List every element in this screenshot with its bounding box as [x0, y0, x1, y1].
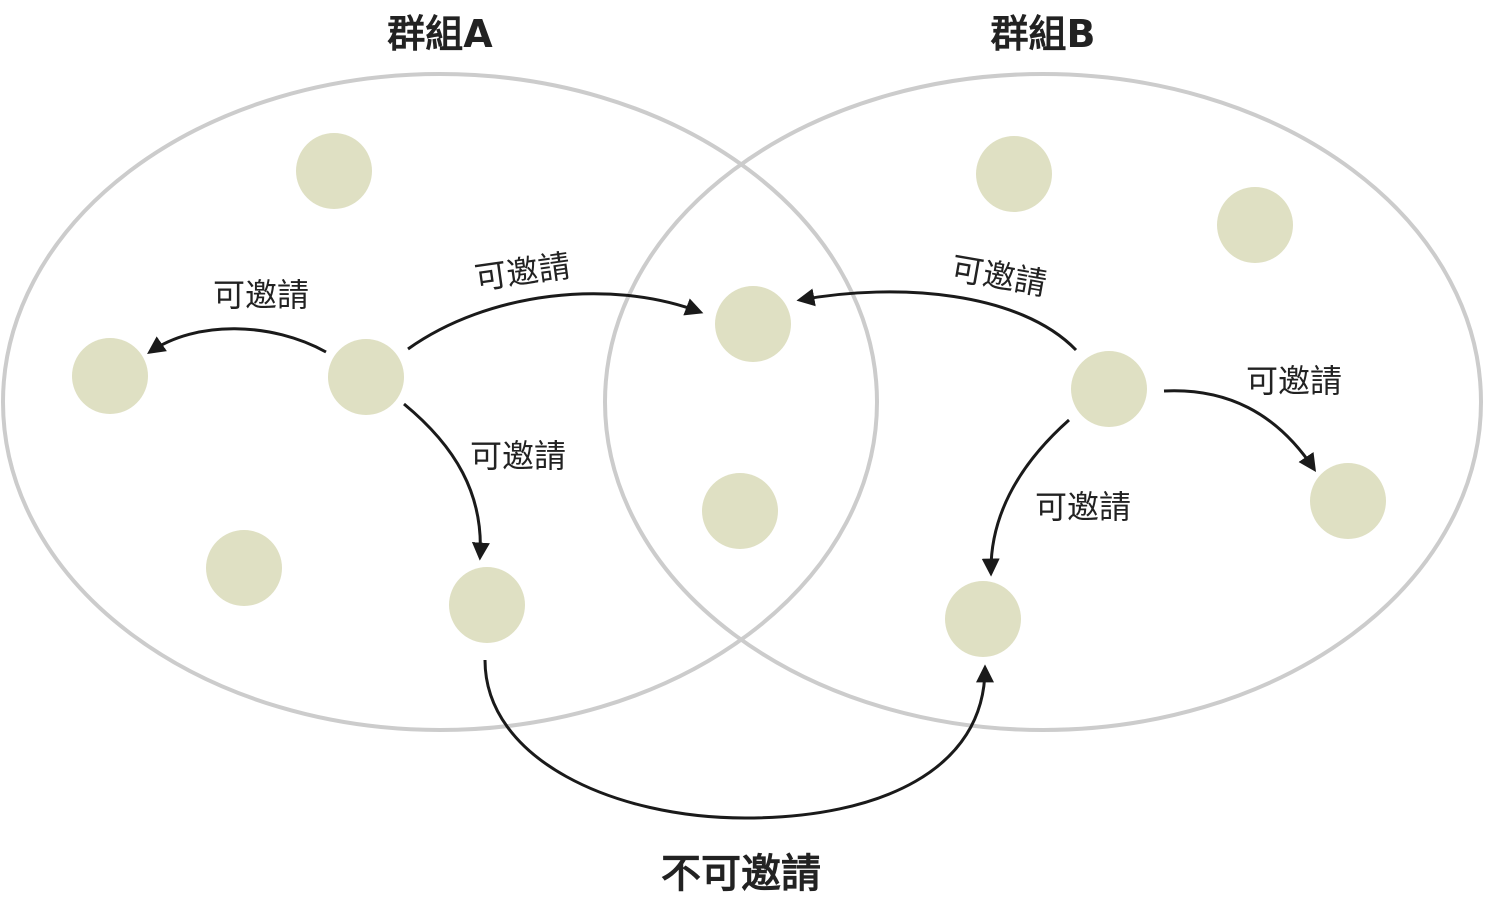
member-shared-top — [715, 286, 791, 362]
member-shared-bottom — [702, 473, 778, 549]
arrow-b-to-right — [1163, 389, 1316, 472]
member-b-inviter — [1071, 351, 1147, 427]
label-cross-not-invitable: 不可邀請 — [661, 851, 821, 897]
label-b-down: 可邀請 — [1035, 488, 1131, 526]
member-b-top-right — [1217, 187, 1293, 263]
member-a-left — [72, 338, 148, 414]
arrow-a-to-b-cross — [483, 659, 994, 820]
group-b-title: 群組B — [991, 12, 1096, 56]
arrow-a-to-shared — [407, 292, 704, 351]
group-a-ellipse — [1, 72, 879, 732]
label-a-left: 可邀請 — [213, 276, 309, 314]
group-a-title: 群組A — [387, 12, 493, 56]
member-b-right — [1310, 463, 1386, 539]
member-a-top — [296, 133, 372, 209]
member-a-inviter — [328, 339, 404, 415]
arrow-a-to-bottom — [403, 402, 490, 561]
arrow-b-to-bottom — [981, 418, 1070, 577]
label-a-down: 可邀請 — [470, 437, 566, 475]
group-b-ellipse — [603, 72, 1483, 732]
arrow-b-to-shared — [796, 288, 1078, 352]
label-b-overlap: 可邀請 — [948, 249, 1049, 303]
arrow-a-to-left — [147, 327, 327, 355]
member-a-bottom — [449, 567, 525, 643]
member-a-bottom-left — [206, 530, 282, 606]
label-b-right: 可邀請 — [1246, 362, 1342, 400]
member-b-bottom — [945, 581, 1021, 657]
member-b-top — [976, 136, 1052, 212]
label-a-overlap: 可邀請 — [472, 247, 572, 298]
